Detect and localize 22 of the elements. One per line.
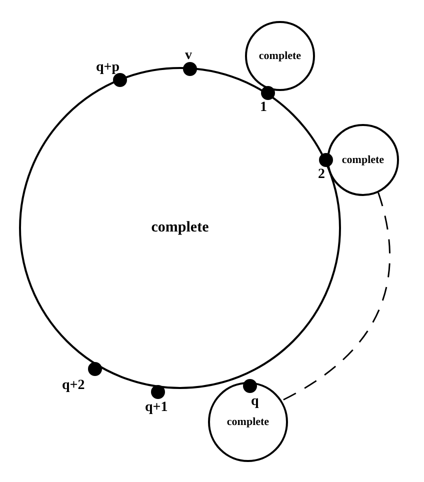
vertex-dot: [320, 154, 332, 166]
small-circle: [208, 382, 288, 462]
vertex-dot: [89, 363, 101, 375]
vertex-dot: [184, 63, 196, 75]
dashed-arc: [281, 192, 390, 402]
vertex-dot: [244, 380, 256, 392]
vertex-dot: [262, 87, 274, 99]
vertex-label: q+2: [62, 378, 85, 394]
circle-label: complete: [258, 50, 302, 62]
circle-label: complete: [342, 154, 384, 166]
vertex-label: v: [185, 48, 192, 64]
vertex-label: q: [251, 394, 259, 410]
vertex-label: q+1: [145, 400, 168, 416]
vertex-label: 1: [260, 100, 267, 116]
circle-label: complete: [226, 416, 270, 428]
vertex-dot: [114, 74, 126, 86]
vertex-dot: [152, 386, 164, 398]
vertex-label: q+p: [96, 60, 120, 76]
small-circle: [245, 21, 315, 91]
vertex-label: 2: [318, 167, 325, 183]
circle-label: complete: [151, 220, 209, 236]
small-circle: [327, 124, 399, 196]
